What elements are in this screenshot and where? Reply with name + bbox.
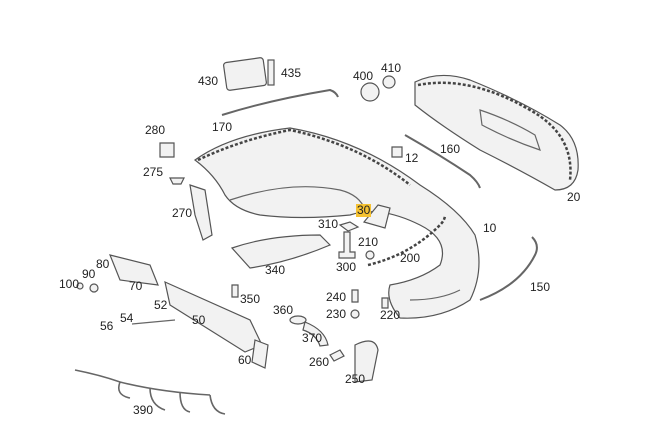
label-350[interactable]: 350	[240, 292, 261, 306]
part-260-screw[interactable]	[329, 349, 345, 362]
label-54[interactable]: 54	[120, 311, 134, 325]
label-230[interactable]: 230	[326, 307, 347, 321]
label-275[interactable]: 275	[143, 165, 164, 179]
label-310[interactable]: 310	[318, 217, 339, 231]
label-70[interactable]: 70	[129, 279, 143, 293]
label-10[interactable]: 10	[483, 221, 497, 235]
part-340-cover[interactable]	[230, 234, 332, 269]
part-100-washer[interactable]	[76, 282, 84, 290]
part-435-clip[interactable]	[267, 59, 275, 86]
label-20[interactable]: 20	[567, 190, 581, 204]
label-12[interactable]: 12	[405, 151, 419, 165]
part-400-sensor[interactable]	[360, 82, 380, 102]
label-410[interactable]: 410	[381, 61, 402, 75]
label-30-highlighted[interactable]: 30	[356, 203, 372, 217]
part-200-strip[interactable]	[367, 214, 447, 267]
label-435[interactable]: 435	[281, 66, 302, 80]
part-240-bolt[interactable]	[351, 289, 359, 303]
part-390-harness[interactable]	[74, 369, 226, 415]
label-200[interactable]: 200	[400, 251, 421, 265]
label-280[interactable]: 280	[145, 123, 166, 137]
part-150-trim-strip[interactable]	[479, 236, 538, 301]
part-210-nut[interactable]	[365, 250, 375, 260]
label-240[interactable]: 240	[326, 290, 347, 304]
part-90-nut[interactable]	[89, 283, 99, 293]
part-270-bracket[interactable]	[189, 184, 213, 241]
label-360[interactable]: 360	[273, 303, 294, 317]
part-10-bumper-cover[interactable]	[193, 127, 480, 319]
label-80[interactable]: 80	[96, 257, 110, 271]
label-220[interactable]: 220	[380, 308, 401, 322]
label-150[interactable]: 150	[530, 280, 551, 294]
label-250[interactable]: 250	[345, 372, 366, 386]
label-210[interactable]: 210	[358, 235, 379, 249]
part-250-mudflap[interactable]	[354, 340, 379, 383]
part-160-trim-strip[interactable]	[404, 134, 481, 189]
label-160[interactable]: 160	[440, 142, 461, 156]
part-430-module[interactable]	[223, 57, 267, 91]
part-300-bolt[interactable]	[338, 231, 356, 259]
part-280-clip[interactable]	[159, 142, 175, 158]
part-170-trim-strip[interactable]	[221, 88, 339, 116]
label-56[interactable]: 56	[100, 319, 114, 333]
part-230-nut[interactable]	[350, 309, 360, 319]
part-220-bolt[interactable]	[381, 297, 389, 309]
label-170[interactable]: 170	[212, 120, 233, 134]
label-60[interactable]: 60	[238, 353, 252, 367]
label-390[interactable]: 390	[133, 403, 154, 417]
label-270[interactable]: 270	[172, 206, 193, 220]
part-60-bracket[interactable]	[251, 339, 269, 369]
part-310-clip[interactable]	[338, 221, 360, 232]
label-340[interactable]: 340	[265, 263, 286, 277]
part-410-ring[interactable]	[382, 75, 396, 89]
label-100[interactable]: 100	[59, 277, 80, 291]
label-50[interactable]: 50	[192, 313, 206, 327]
part-70-bracket[interactable]	[109, 254, 159, 286]
label-400[interactable]: 400	[353, 69, 374, 83]
part-370-trim[interactable]	[302, 321, 329, 347]
label-90[interactable]: 90	[82, 267, 96, 281]
part-12-clip[interactable]	[391, 146, 403, 158]
part-350-bolt[interactable]	[231, 284, 239, 298]
label-370[interactable]: 370	[302, 331, 323, 345]
label-52[interactable]: 52	[154, 298, 168, 312]
part-275-screw[interactable]	[169, 177, 185, 185]
part-52-56-bolt[interactable]	[131, 319, 176, 325]
label-430[interactable]: 430	[198, 74, 219, 88]
part-360-seal[interactable]	[289, 315, 307, 325]
label-300[interactable]: 300	[336, 260, 357, 274]
label-260[interactable]: 260	[309, 355, 330, 369]
